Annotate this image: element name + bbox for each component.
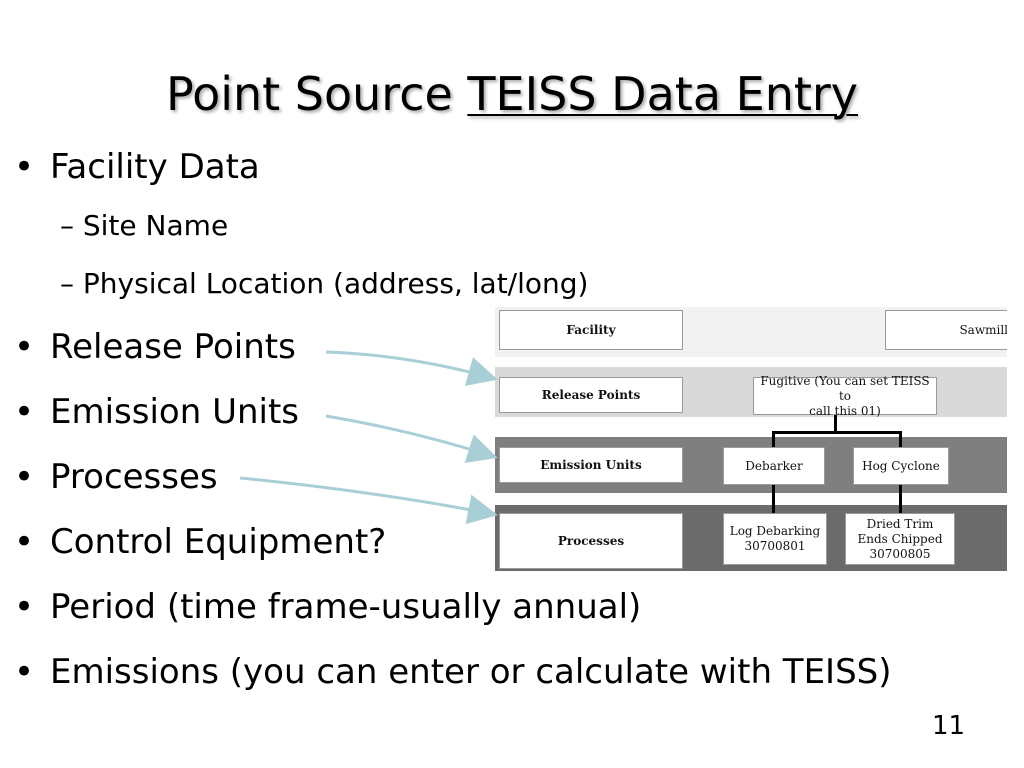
process-1-line-1: Log Debarking bbox=[729, 524, 821, 538]
bullet-facility-data: • Facility Data bbox=[14, 146, 260, 188]
connector-horizontal bbox=[772, 431, 902, 434]
connector-debarker-to-process bbox=[772, 485, 775, 513]
bullet-emission-units: • Emission Units bbox=[14, 391, 299, 433]
teiss-hierarchy-diagram: Facility Sawmill Release Points Fugitive… bbox=[495, 307, 1007, 571]
release-point-line-1: Fugitive (You can set TEISS to bbox=[760, 373, 930, 403]
emission-units-label-box: Emission Units bbox=[499, 447, 683, 483]
process-dried-trim-box: Dried Trim Ends Chipped 30700805 bbox=[845, 513, 955, 565]
emission-unit-debarker-box: Debarker bbox=[723, 447, 825, 485]
slide-title: Point Source TEISS Data Entry bbox=[0, 62, 1024, 126]
sub-bullet-site-name: – Site Name bbox=[60, 209, 229, 242]
bullet-text: Processes bbox=[50, 457, 218, 497]
sub-bullet-physical-location: – Physical Location (address, lat/long) bbox=[60, 267, 589, 300]
connector-release-down bbox=[834, 415, 837, 433]
process-2-line-1: Dried Trim bbox=[866, 516, 934, 531]
bullet-text: Control Equipment? bbox=[50, 522, 387, 562]
bullet-dot: • bbox=[14, 587, 35, 627]
bullet-text: Facility Data bbox=[50, 147, 260, 187]
bullet-processes: • Processes bbox=[14, 456, 218, 498]
bullet-text: Emission Units bbox=[50, 392, 300, 432]
bullet-dot: • bbox=[14, 147, 35, 187]
bullet-dot: • bbox=[14, 652, 35, 692]
bullet-emissions: • Emissions (you can enter or calculate w… bbox=[14, 651, 892, 693]
bullet-dot: • bbox=[14, 457, 35, 497]
bullet-dot: • bbox=[14, 392, 35, 432]
bullet-period: • Period (time frame-usually annual) bbox=[14, 586, 641, 628]
process-1-line-2: 30700801 bbox=[744, 539, 806, 553]
bullet-release-points: • Release Points bbox=[14, 326, 296, 368]
arrow-processes bbox=[239, 476, 498, 525]
release-point-line-2: call this 01) bbox=[809, 403, 881, 418]
bullet-text: Emissions (you can enter or calculate wi… bbox=[50, 652, 892, 692]
connector-to-hog-cyclone bbox=[899, 431, 902, 447]
facility-label-box: Facility bbox=[499, 310, 683, 350]
bullet-text: Release Points bbox=[50, 327, 296, 367]
bullet-text: Period (time frame-usually annual) bbox=[50, 587, 642, 627]
title-plain-text: Point Source bbox=[165, 67, 468, 121]
bullet-dot: • bbox=[14, 522, 35, 562]
process-2-line-2: Ends Chipped bbox=[857, 531, 943, 546]
bullet-control-equipment: • Control Equipment? bbox=[14, 521, 386, 563]
arrow-emission-units bbox=[325, 414, 498, 464]
page-number: 11 bbox=[932, 711, 966, 741]
release-point-fugitive-box: Fugitive (You can set TEISS to call this… bbox=[753, 373, 937, 418]
emission-unit-hog-cyclone-box: Hog Cyclone bbox=[853, 447, 949, 485]
bullet-dot: • bbox=[14, 327, 35, 367]
connector-to-debarker bbox=[772, 431, 775, 447]
process-2-line-3: 30700805 bbox=[869, 546, 931, 561]
release-points-label-box: Release Points bbox=[499, 377, 683, 413]
process-log-debarking-box: Log Debarking 30700801 bbox=[723, 513, 827, 565]
title-underlined-text: TEISS Data Entry bbox=[467, 67, 859, 121]
connector-hog-to-process bbox=[899, 485, 902, 513]
arrow-release-points bbox=[325, 350, 498, 386]
facility-value-box: Sawmill bbox=[885, 310, 1007, 350]
processes-label-box: Processes bbox=[499, 513, 683, 569]
